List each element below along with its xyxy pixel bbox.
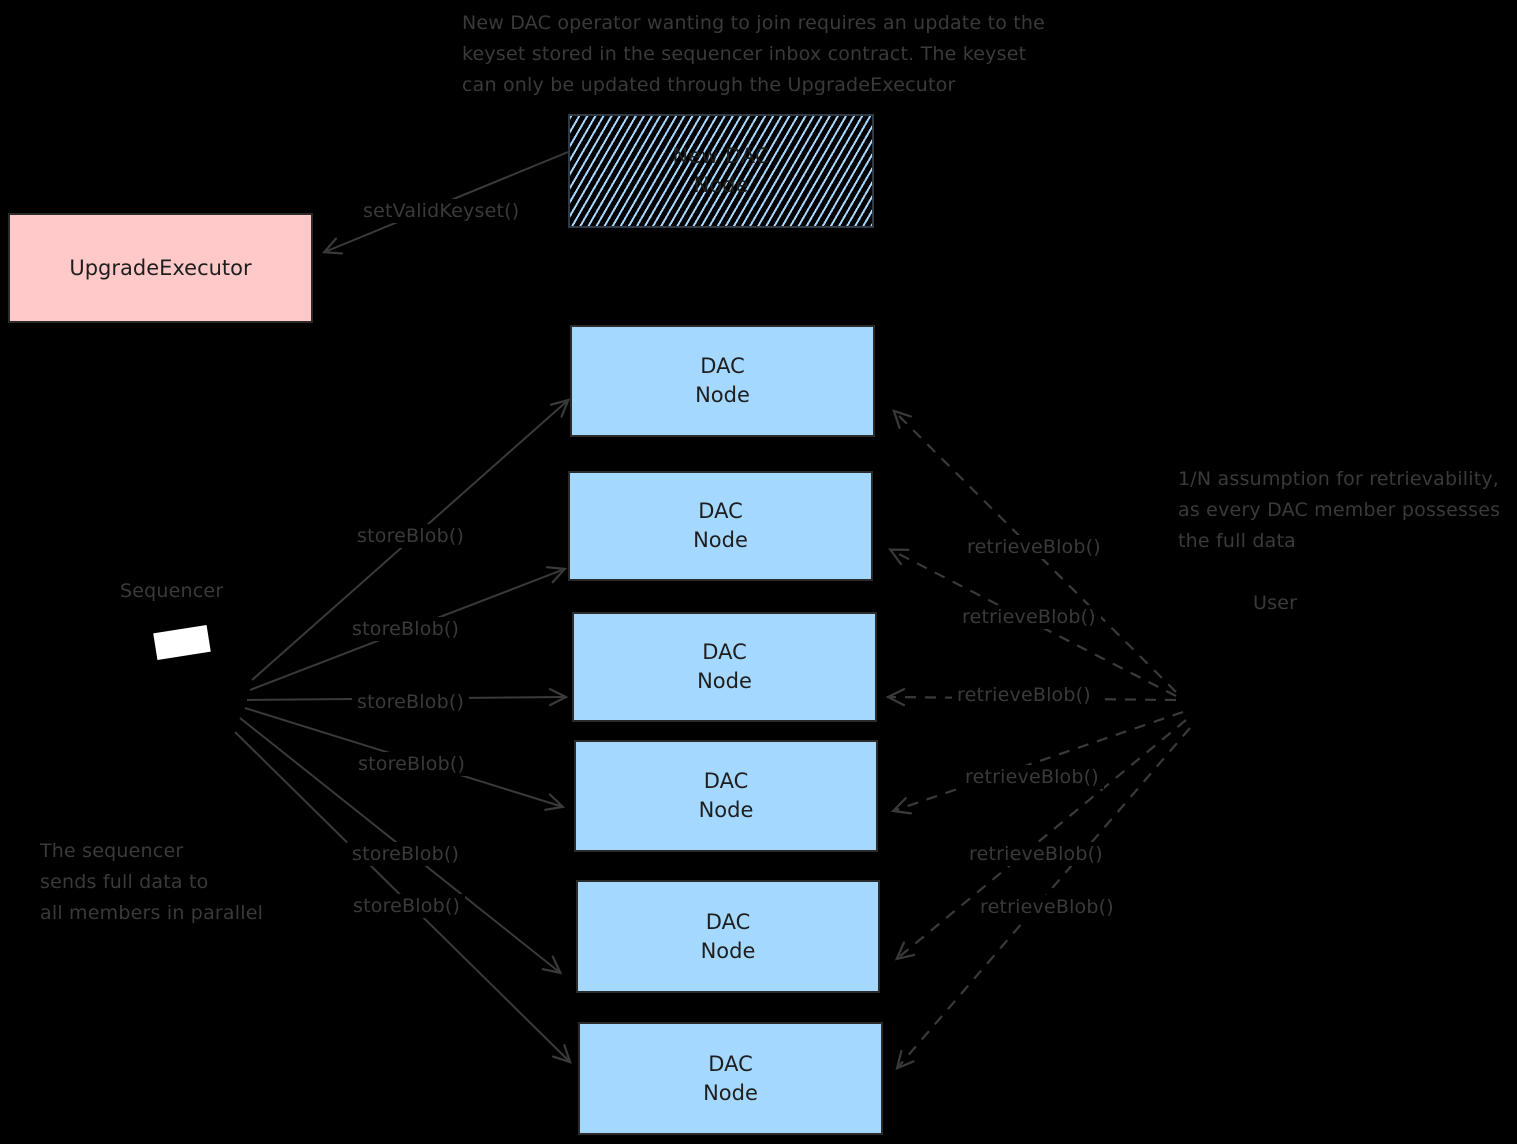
dac-node-label: DAC Node — [700, 909, 756, 963]
dac-node-box: DAC Node — [576, 880, 880, 993]
sequencer-label: Sequencer — [120, 580, 224, 602]
store-blob-label: storeBlob() — [352, 690, 470, 714]
retrieve-blob-label: retrieveBlob() — [957, 605, 1101, 629]
retrieve-blob-label: retrieveBlob() — [962, 535, 1106, 559]
new-dac-node-label: New DAC Node — [672, 144, 770, 197]
set-valid-keyset-label: setValidKeyset() — [358, 199, 525, 223]
retrieve-blob-label: retrieveBlob() — [960, 765, 1104, 789]
retrieve-blob-arrow — [890, 710, 1184, 815]
retrieve-blob-arrow — [892, 409, 1177, 693]
dac-node-box: DAC Node — [574, 740, 878, 852]
store-blob-label: storeBlob() — [353, 752, 471, 776]
dac-node-label: DAC Node — [698, 769, 754, 822]
store-blob-label: storeBlob() — [352, 524, 470, 548]
sequencer-parallel-note: The sequencer sends full data to all mem… — [40, 840, 264, 924]
new-dac-node-box: New DAC Node — [568, 114, 874, 228]
dac-node-label: DAC Node — [695, 354, 750, 407]
dac-node-label: DAC Node — [703, 1051, 758, 1105]
store-blob-label: storeBlob() — [348, 894, 466, 918]
retrieve-blob-arrow — [888, 548, 1177, 697]
keyset-update-note: New DAC operator wanting to join require… — [462, 12, 1046, 96]
retrieve-blob-label: retrieveBlob() — [975, 895, 1119, 919]
upgrade-executor-label: UpgradeExecutor — [69, 255, 252, 280]
user-label: User — [1253, 592, 1298, 614]
store-blob-label: storeBlob() — [347, 842, 465, 866]
store-blob-label: storeBlob() — [347, 617, 465, 641]
retrieve-blob-arrow — [894, 719, 1187, 961]
dac-node-box: DAC Node — [578, 1022, 883, 1135]
dac-node-label: DAC Node — [693, 499, 748, 552]
retrieve-blob-label: retrieveBlob() — [952, 683, 1096, 707]
upgrade-executor-box: UpgradeExecutor — [8, 213, 313, 323]
dac-node-label: DAC Node — [697, 640, 752, 693]
retrieve-blob-label: retrieveBlob() — [964, 842, 1108, 866]
dac-node-box: DAC Node — [570, 325, 875, 437]
retrievability-note: 1/N assumption for retrievability, as ev… — [1178, 468, 1501, 552]
dac-node-box: DAC Node — [568, 471, 873, 581]
dac-node-box: DAC Node — [572, 612, 877, 722]
